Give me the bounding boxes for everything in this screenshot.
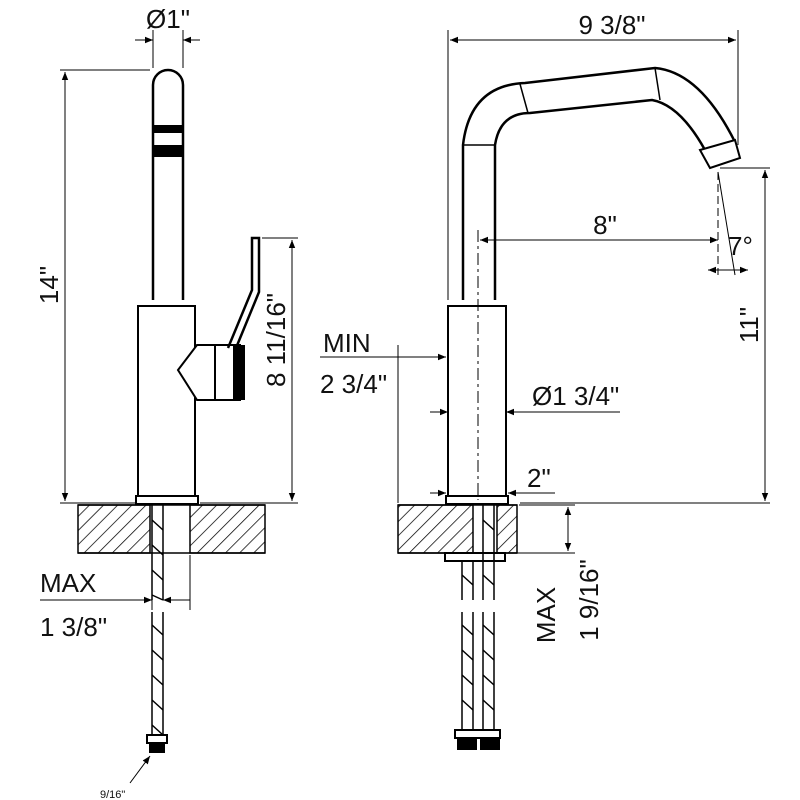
supply-hoses-front	[444, 505, 506, 750]
spout-outer	[461, 66, 737, 300]
spout-inner	[493, 98, 707, 300]
dim-body-diameter: Ø1 3/4"	[532, 381, 619, 411]
front-view: 9 3/8" 8" 7° 11" MIN 2 3/4" Ø1 3/4" 2"	[320, 10, 770, 750]
countertop-front-right	[496, 504, 518, 554]
max-right-value: 1 9/16"	[574, 559, 604, 641]
countertop-front-left	[397, 504, 474, 554]
countertop-left-part	[77, 504, 151, 554]
dim-spout-diameter: Ø1"	[146, 4, 190, 34]
countertop-right-part	[189, 504, 266, 554]
max-left-label: MAX	[40, 568, 96, 598]
dim-height-total: 14"	[34, 266, 64, 304]
supply-hose-left	[146, 505, 168, 753]
min-value: 2 3/4"	[320, 369, 387, 399]
spout-tip	[698, 138, 742, 170]
max-right-label: MAX	[531, 587, 561, 643]
spout-band-2	[153, 145, 183, 157]
connector-size: 9/16"	[100, 789, 125, 800]
dim-width-total: 9 3/8"	[578, 10, 645, 40]
dim-spout-height: 11"	[734, 307, 764, 343]
faucet-body-front	[447, 305, 507, 497]
min-label: MIN	[323, 328, 371, 358]
side-view: 14" Ø1" 8 11/16" MAX 1 3/8" 9/16"	[34, 4, 298, 800]
dim-angle: 7°	[728, 231, 753, 261]
max-left-value: 1 3/8"	[40, 612, 107, 642]
faucet-body	[137, 305, 196, 497]
handle-lever	[226, 236, 261, 349]
spout-band-1	[153, 125, 183, 133]
handle-cap	[233, 345, 245, 400]
dim-base: 2"	[527, 463, 551, 493]
dim-reach: 8"	[593, 210, 617, 240]
faucet-base-front	[445, 495, 509, 505]
spout-tube	[151, 68, 185, 300]
handle-cone	[176, 344, 216, 401]
dim-handle-height: 8 11/16"	[261, 293, 291, 387]
faucet-base	[135, 495, 199, 505]
